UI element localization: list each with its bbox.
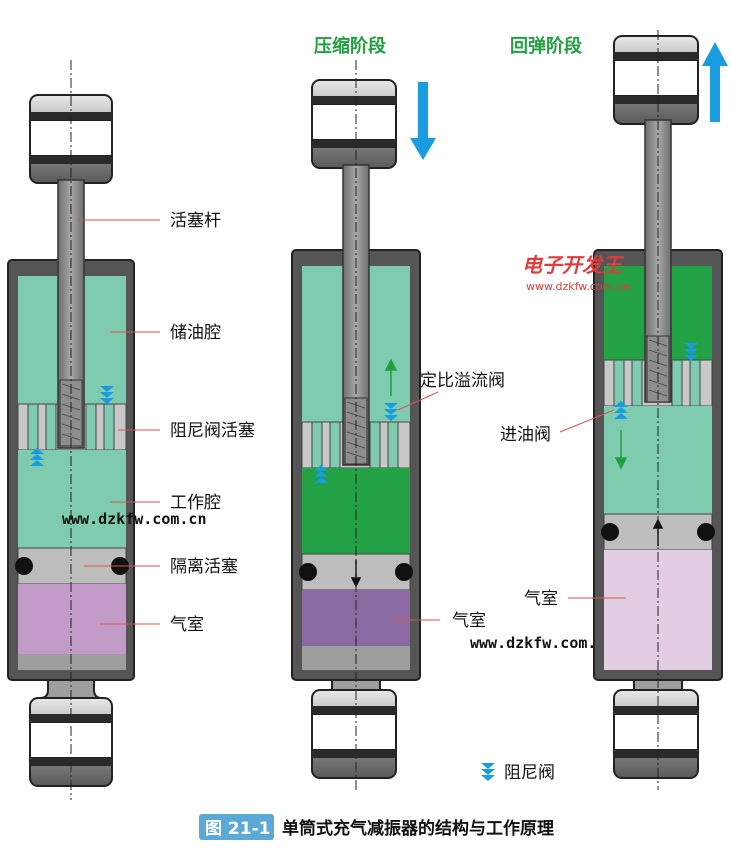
top-mount-eye [613, 35, 699, 125]
watermark-logo-url: www.dzkfw.com.cn [526, 280, 630, 293]
watermark-logo: 电子开发王 [522, 253, 625, 277]
phase-title-compression: 压缩阶段 [314, 35, 387, 57]
label-damping-valve-piston: 阻尼阀活塞 [170, 421, 255, 441]
bottom-mount-eye [613, 689, 699, 779]
arrow-up-icon [702, 42, 728, 122]
label-gas-chamber-3: 气室 [524, 589, 558, 609]
flow-arrow-down-icon [614, 430, 628, 470]
label-oil-reservoir: 储油腔 [170, 323, 221, 343]
label-proportional-relief-valve: 定比溢流阀 [420, 371, 505, 391]
leader-lines-1 [78, 219, 160, 625]
label-working-chamber: 工作腔 [170, 493, 221, 513]
label-piston-rod: 活塞杆 [170, 211, 221, 231]
caption-title: 单筒式充气减振器的结构与工作原理 [282, 818, 554, 839]
absorber-structure [7, 60, 135, 800]
caption-number: 图 21-1 [205, 819, 270, 839]
flow-arrow-up-icon [384, 358, 398, 396]
caption-badge [199, 814, 274, 840]
bottom-mount-eye [311, 689, 397, 779]
watermark-url: www.dzkfw.com.cn [62, 510, 207, 528]
absorber-rebound [593, 30, 723, 790]
working-chamber [18, 450, 126, 548]
gas-chamber [18, 584, 126, 654]
label-oil-inlet-valve: 进油阀 [500, 425, 551, 445]
label-gas-chamber-2: 气室 [452, 611, 486, 631]
top-mount-eye [311, 79, 397, 169]
leader-line [397, 391, 439, 411]
legend-damping-valve-icon [481, 763, 495, 781]
legend-damping-valve-label: 阻尼阀 [504, 763, 555, 783]
label-separating-piston: 隔离活塞 [170, 557, 238, 577]
arrow-down-icon [410, 82, 436, 160]
leader-line [559, 409, 615, 433]
arrow-down-icon [350, 560, 362, 588]
phase-title-rebound: 回弹阶段 [510, 35, 583, 57]
label-gas-chamber: 气室 [170, 615, 204, 635]
absorber-compression [291, 60, 421, 790]
watermark-url: www.dzkfw.com.cn [470, 634, 615, 652]
